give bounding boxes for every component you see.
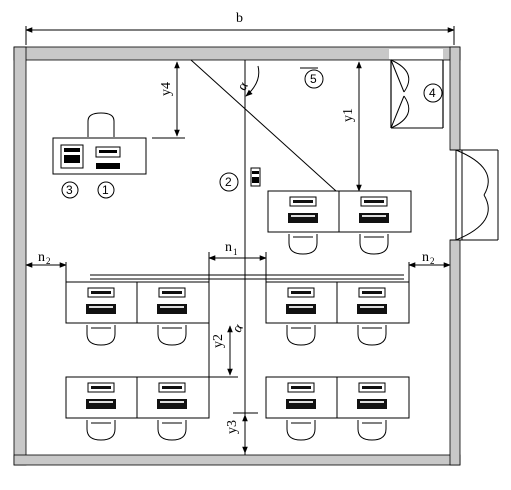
dimension-y2: y2 α — [208, 321, 247, 378]
diagonal-line — [190, 59, 337, 192]
keyboard-icon — [288, 213, 318, 223]
dimension-n2-left-label: n — [38, 250, 45, 265]
wall-left — [13, 46, 27, 466]
keyboard-icon — [357, 304, 387, 314]
dimension-n1-label: n — [225, 240, 232, 255]
dimension-y2-label: y2 — [211, 334, 226, 348]
keyboard-icon — [357, 399, 387, 409]
chair-icon — [357, 420, 387, 441]
keyboard-keys — [360, 306, 384, 308]
marker-5: 5 — [310, 72, 317, 86]
workstation-equipment — [86, 196, 389, 441]
chair-icon — [157, 420, 187, 441]
chair-icon — [87, 112, 115, 137]
dimension-y4: y4 — [152, 61, 185, 139]
monitor-screen — [293, 200, 313, 203]
keyboard-keys — [160, 401, 184, 403]
dimension-y3: y3 — [225, 412, 258, 454]
workstation-block-top — [267, 190, 412, 233]
workstation-row-2 — [65, 376, 410, 419]
dimension-b-label: b — [236, 11, 243, 26]
monitor-screen — [291, 386, 311, 389]
angle-alpha: α — [235, 79, 252, 93]
reception-desk: 3 1 — [52, 112, 147, 199]
angle-alpha-lower: α — [230, 321, 247, 335]
keyboard-keys — [160, 306, 184, 308]
door-top-right: 4 — [390, 59, 444, 129]
chair-icon — [286, 420, 316, 441]
dimension-y1-label: y1 — [341, 108, 356, 122]
dimension-n2-left: n 2 — [25, 250, 67, 282]
monitor-screen — [364, 200, 384, 203]
monitor-screen — [291, 291, 311, 294]
dimension-y4-label: y4 — [159, 82, 174, 96]
keyboard-keys — [360, 401, 384, 403]
keyboard-icon — [286, 399, 316, 409]
chair-icon — [157, 325, 187, 346]
marker-1: 1 — [102, 183, 109, 197]
keyboard-icon — [157, 399, 187, 409]
monitor-screen — [91, 386, 111, 389]
dimension-n2-right-label: n — [422, 250, 429, 265]
keyboard-keys — [89, 306, 113, 308]
dimension-n1: n 1 — [208, 240, 267, 282]
workstation-row-1 — [65, 274, 410, 324]
monitor-screen — [91, 291, 111, 294]
dimension-n1-sub: 1 — [233, 247, 238, 257]
monitor-screen — [362, 386, 382, 389]
dimension-y1: y1 — [341, 61, 362, 192]
top-door-gap — [389, 49, 443, 59]
wall-right-lower — [449, 239, 461, 466]
dimension-n2-left-sub: 2 — [46, 256, 51, 266]
chair-icon — [86, 325, 116, 346]
keyboard-icon — [157, 304, 187, 314]
dimension-y3-label: y3 — [225, 420, 240, 434]
keyboard-icon — [86, 304, 116, 314]
keyboard-icon — [286, 304, 316, 314]
keyboard-keys — [291, 215, 315, 217]
chair-icon — [357, 325, 387, 346]
telephone-station: 2 — [219, 167, 261, 192]
dimension-n2-right-sub: 2 — [430, 256, 435, 266]
chair-icon — [359, 234, 389, 255]
keyboard-icon — [86, 399, 116, 409]
marker-4: 4 — [429, 86, 436, 100]
chair-icon — [288, 234, 318, 255]
keyboard-icon — [96, 163, 120, 169]
keyboard-keys — [362, 215, 386, 217]
marker-3: 3 — [66, 183, 73, 197]
wall-right-upper — [449, 46, 461, 151]
keyboard-keys — [289, 306, 313, 308]
monitor-screen — [162, 386, 182, 389]
keyboard-icon — [359, 213, 389, 223]
chair-icon — [86, 420, 116, 441]
room-walls — [13, 46, 461, 466]
chair-icon — [286, 325, 316, 346]
wall-bottom — [13, 454, 461, 466]
keyboard-keys — [89, 401, 113, 403]
monitor-screen — [162, 291, 182, 294]
monitor-screen — [362, 291, 382, 294]
keyboard-keys — [289, 401, 313, 403]
marker-2: 2 — [225, 175, 232, 189]
door-right-entrance — [450, 149, 499, 241]
dimension-n2-right: n 2 — [408, 250, 451, 282]
dimension-b: b — [25, 11, 455, 45]
